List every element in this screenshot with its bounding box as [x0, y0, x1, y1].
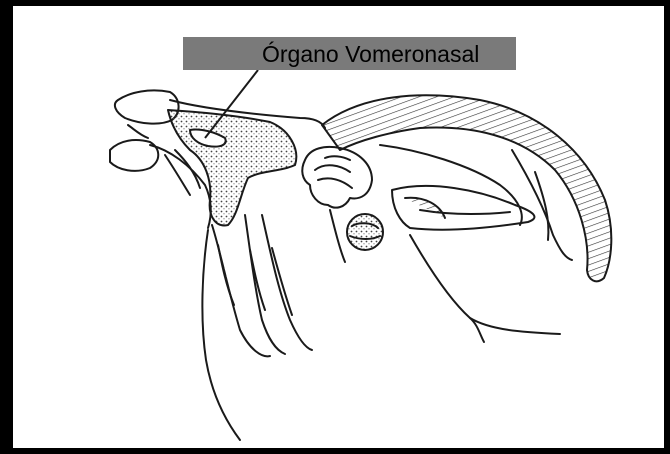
ear — [392, 186, 534, 230]
horn — [322, 95, 611, 281]
neck-outline-rear — [410, 235, 560, 334]
nasal-cavity — [168, 110, 296, 225]
trachea — [212, 215, 312, 356]
vomeronasal-organ-label: Órgano Vomeronasal — [262, 38, 479, 70]
brain — [302, 147, 383, 262]
